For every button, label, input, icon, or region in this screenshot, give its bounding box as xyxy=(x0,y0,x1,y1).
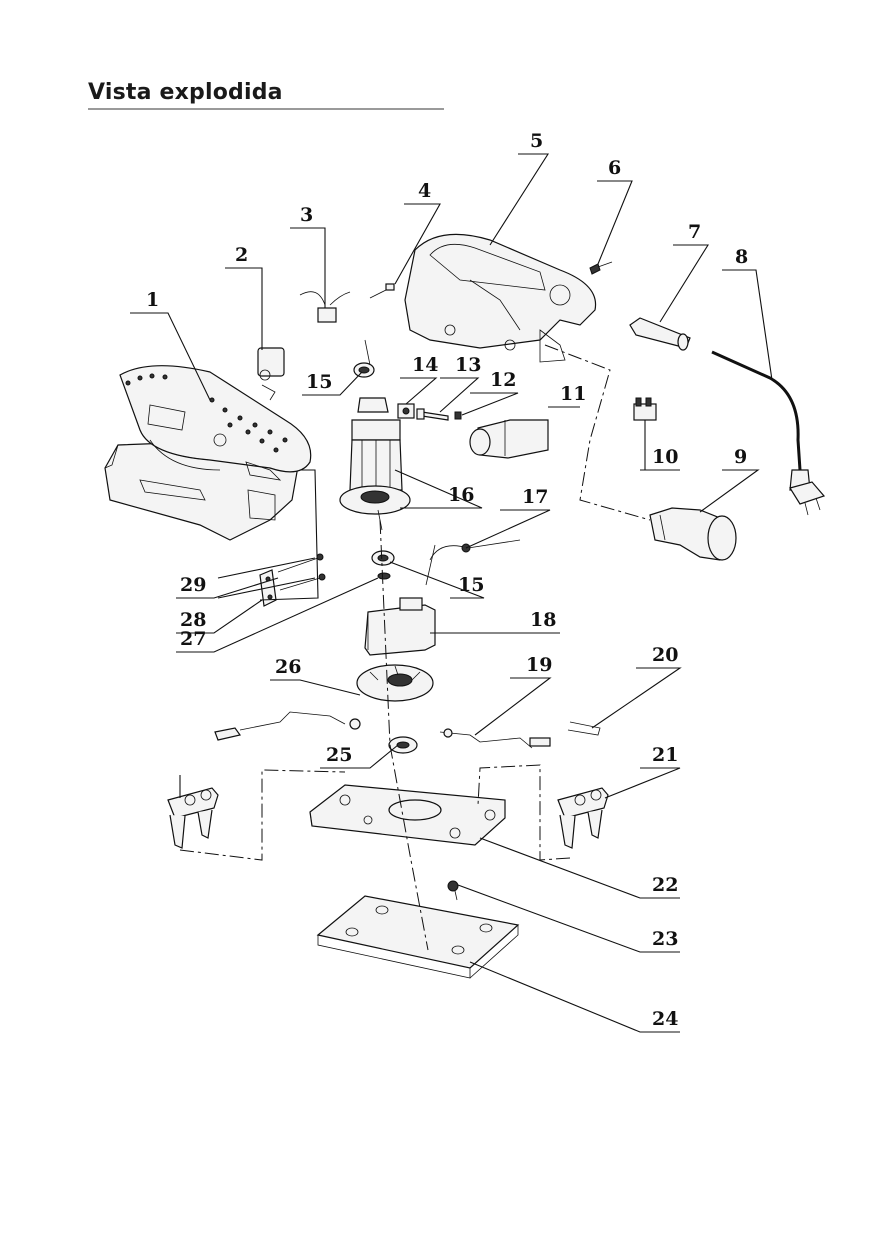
callout-23: 23 xyxy=(652,928,678,950)
part-5-rear-housing xyxy=(404,233,597,363)
part-22-base-plate xyxy=(309,784,506,846)
part-2-switch xyxy=(257,347,285,401)
part-23-screw xyxy=(447,880,459,901)
part-14-bracket xyxy=(397,403,415,419)
clamp-left xyxy=(214,711,361,741)
callout-10: 10 xyxy=(652,446,678,468)
part-25-bearing xyxy=(388,736,418,754)
callout-5: 5 xyxy=(530,130,543,152)
callout-12: 12 xyxy=(490,369,516,391)
callout-3: 3 xyxy=(300,204,313,226)
callout-28: 28 xyxy=(180,609,206,631)
part-20-clamp-rod xyxy=(567,721,601,736)
callout-26: 26 xyxy=(275,656,301,678)
callout-25: 25 xyxy=(326,744,352,766)
part-15-bearing-bottom xyxy=(371,550,395,566)
part-11-dust-port xyxy=(469,419,549,459)
part-21-foot-right xyxy=(557,787,609,849)
part-10-terminal xyxy=(633,397,657,421)
callout-8: 8 xyxy=(735,246,748,268)
callout-14: 14 xyxy=(412,354,438,376)
callout-2: 2 xyxy=(235,244,248,266)
part-1-front-housing xyxy=(104,365,312,541)
callout-18: 18 xyxy=(530,609,556,631)
part-7-cord-protector xyxy=(629,317,691,351)
part-29-screws xyxy=(277,553,326,591)
callout-19: 19 xyxy=(526,654,552,676)
callout-15-top: 15 xyxy=(306,371,332,393)
part-6-screw xyxy=(589,261,613,275)
callout-24: 24 xyxy=(652,1008,678,1030)
part-15-bearing-top xyxy=(353,362,375,378)
callout-7: 7 xyxy=(688,221,701,243)
part-19-clamp xyxy=(439,728,551,749)
callout-29: 29 xyxy=(180,574,206,596)
assembly-lines xyxy=(179,344,651,951)
callout-9: 9 xyxy=(734,446,747,468)
callout-15-bottom: 15 xyxy=(458,574,484,596)
part-21-foot-left xyxy=(167,787,219,849)
part-3-brush xyxy=(299,291,351,323)
callout-22: 22 xyxy=(652,874,678,896)
part-26-fan xyxy=(356,664,434,702)
page-title: Vista explodida xyxy=(88,80,283,105)
part-8-power-cord xyxy=(711,350,826,516)
part-27-washer xyxy=(377,572,391,580)
part-13-bolt xyxy=(416,408,449,421)
callout-20: 20 xyxy=(652,644,678,666)
part-12-nut xyxy=(454,411,462,420)
callout-4: 4 xyxy=(418,180,431,202)
callout-numbers: 1 2 3 4 5 6 7 8 9 10 11 12 13 14 15 15 1… xyxy=(146,130,748,1030)
part-4-pin xyxy=(369,283,395,299)
part-9-dust-adapter xyxy=(649,507,737,561)
callout-17: 17 xyxy=(522,486,548,508)
callout-16: 16 xyxy=(448,484,474,506)
title-underline xyxy=(88,108,444,110)
part-24-sanding-pad xyxy=(316,895,520,979)
leader-lines xyxy=(130,153,773,1033)
part-16-armature xyxy=(339,339,411,531)
part-18-stator xyxy=(364,597,436,656)
callout-13: 13 xyxy=(455,354,481,376)
callout-11: 11 xyxy=(560,383,586,405)
callout-1: 1 xyxy=(146,289,159,311)
callout-27: 27 xyxy=(180,628,206,650)
callout-6: 6 xyxy=(608,157,621,179)
callout-21-right: 21 xyxy=(652,744,678,766)
